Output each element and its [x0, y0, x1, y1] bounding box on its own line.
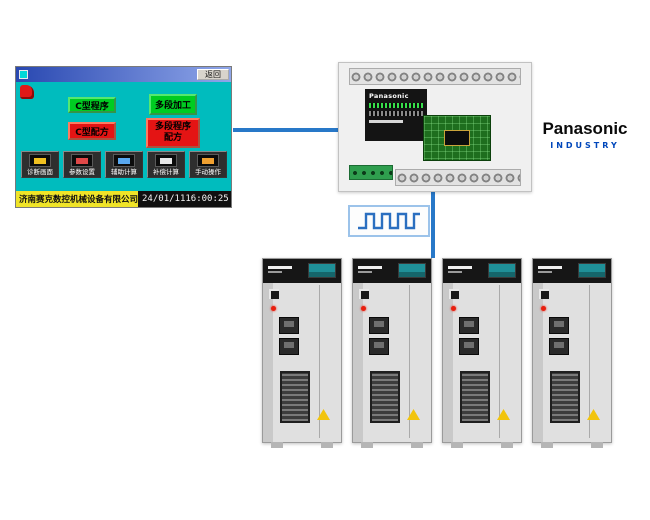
- plc-status-leds: [369, 103, 423, 108]
- pulse-signal-icon: [348, 205, 430, 237]
- servo-case-seam: [409, 285, 410, 438]
- servo-case-seam: [319, 285, 320, 438]
- servo-brand-mark: [268, 266, 292, 273]
- servo-case-seam: [589, 285, 590, 438]
- servo-case-seam: [499, 285, 500, 438]
- hmi-logo-icon: [20, 85, 34, 99]
- warning-icon: [407, 409, 420, 420]
- servo-top-cap: [443, 259, 521, 283]
- plc-top-terminals: [349, 68, 521, 85]
- warning-icon: [587, 409, 600, 420]
- parameter-settings-button[interactable]: 参数设置: [63, 151, 101, 178]
- warning-icon: [317, 409, 330, 420]
- servo-display: [398, 263, 426, 278]
- c-recipe-button[interactable]: C型配方: [68, 122, 116, 140]
- c-program-button[interactable]: C型程序: [68, 97, 116, 113]
- plc-front-panel: Panasonic: [365, 89, 427, 141]
- servo-display: [578, 263, 606, 278]
- plc-status-leds: [369, 111, 423, 116]
- servo-status-led: [451, 306, 456, 311]
- datetime-display: 24/01/1116:00:25: [138, 191, 231, 207]
- servo-display: [488, 263, 516, 278]
- servo-display: [308, 263, 336, 278]
- company-name: 济南赛克数控机械设备有限公司: [19, 195, 139, 205]
- brand-name: Panasonic: [542, 119, 628, 138]
- servo-comm-port: [369, 338, 389, 355]
- compensation-calc-button[interactable]: 补偿计算: [147, 151, 185, 178]
- window-icon: [19, 70, 28, 79]
- servo-io-connector: [370, 371, 400, 423]
- panasonic-logo: Panasonic INDUSTRY: [539, 119, 631, 150]
- diagnostic-icon: [29, 153, 51, 167]
- servo-top-cap: [353, 259, 431, 283]
- multi-segment-machining-button[interactable]: 多段加工: [149, 94, 197, 115]
- hmi-panel: 返回 C型程序 多段加工 C型配方 多段程序 配方 诊断画面 参数设置 辅助计算: [15, 66, 232, 208]
- servo-comm-port: [369, 317, 389, 334]
- hmi-titlebar: 返回: [16, 67, 231, 82]
- hmi-screen: C型程序 多段加工 C型配方 多段程序 配方 诊断画面 参数设置 辅助计算: [16, 82, 231, 191]
- servo-io-connector: [460, 371, 490, 423]
- back-button[interactable]: 返回: [197, 69, 229, 80]
- plc-bottom-terminals: [395, 169, 521, 186]
- auxiliary-calc-button[interactable]: 辅助计算: [105, 151, 143, 178]
- servo-io-connector: [280, 371, 310, 423]
- plc-cpu-chip: [444, 130, 470, 146]
- plc-to-servo-cable: [431, 192, 435, 258]
- qr-code: [269, 289, 279, 299]
- compensation-calc-icon: [155, 153, 177, 167]
- brand-division: INDUSTRY: [550, 141, 620, 150]
- servo-drive-3: [442, 258, 522, 448]
- hmi-to-plc-cable: [233, 128, 338, 132]
- servo-comm-port: [459, 338, 479, 355]
- plc-brand-label: Panasonic: [369, 92, 409, 100]
- servo-comm-port: [279, 317, 299, 334]
- servo-brand-mark: [538, 266, 562, 273]
- qr-code: [449, 289, 459, 299]
- servo-drive-1: [262, 258, 342, 448]
- plc-terminal-connector: [349, 165, 393, 180]
- hmi-toolbar: 诊断画面 参数设置 辅助计算 补偿计算 手动操作: [21, 151, 228, 178]
- qr-code: [359, 289, 369, 299]
- servo-status-led: [361, 306, 366, 311]
- manual-operation-button[interactable]: 手动操作: [189, 151, 227, 178]
- servo-brand-mark: [448, 266, 472, 273]
- servo-comm-port: [549, 317, 569, 334]
- servo-comm-port: [459, 317, 479, 334]
- parameter-icon: [71, 153, 93, 167]
- servo-comm-port: [549, 338, 569, 355]
- servo-drive-4: [532, 258, 612, 448]
- auxiliary-calc-icon: [113, 153, 135, 167]
- servo-top-cap: [263, 259, 341, 283]
- plc-unit: Panasonic: [338, 62, 532, 192]
- servo-comm-port: [279, 338, 299, 355]
- diagnostic-screen-button[interactable]: 诊断画面: [21, 151, 59, 178]
- warning-icon: [497, 409, 510, 420]
- servo-drive-group: [262, 258, 612, 448]
- servo-top-cap: [533, 259, 611, 283]
- servo-status-led: [541, 306, 546, 311]
- hmi-status-bar: 济南赛克数控机械设备有限公司 24/01/1116:00:25: [16, 191, 231, 207]
- plc-model-label: [369, 120, 403, 123]
- manual-operation-icon: [197, 153, 219, 167]
- servo-brand-mark: [358, 266, 382, 273]
- servo-status-led: [271, 306, 276, 311]
- servo-drive-2: [352, 258, 432, 448]
- multi-segment-recipe-button[interactable]: 多段程序 配方: [146, 118, 200, 148]
- plc-circuit-board: [423, 115, 491, 161]
- qr-code: [539, 289, 549, 299]
- servo-io-connector: [550, 371, 580, 423]
- square-wave-icon: [358, 212, 420, 230]
